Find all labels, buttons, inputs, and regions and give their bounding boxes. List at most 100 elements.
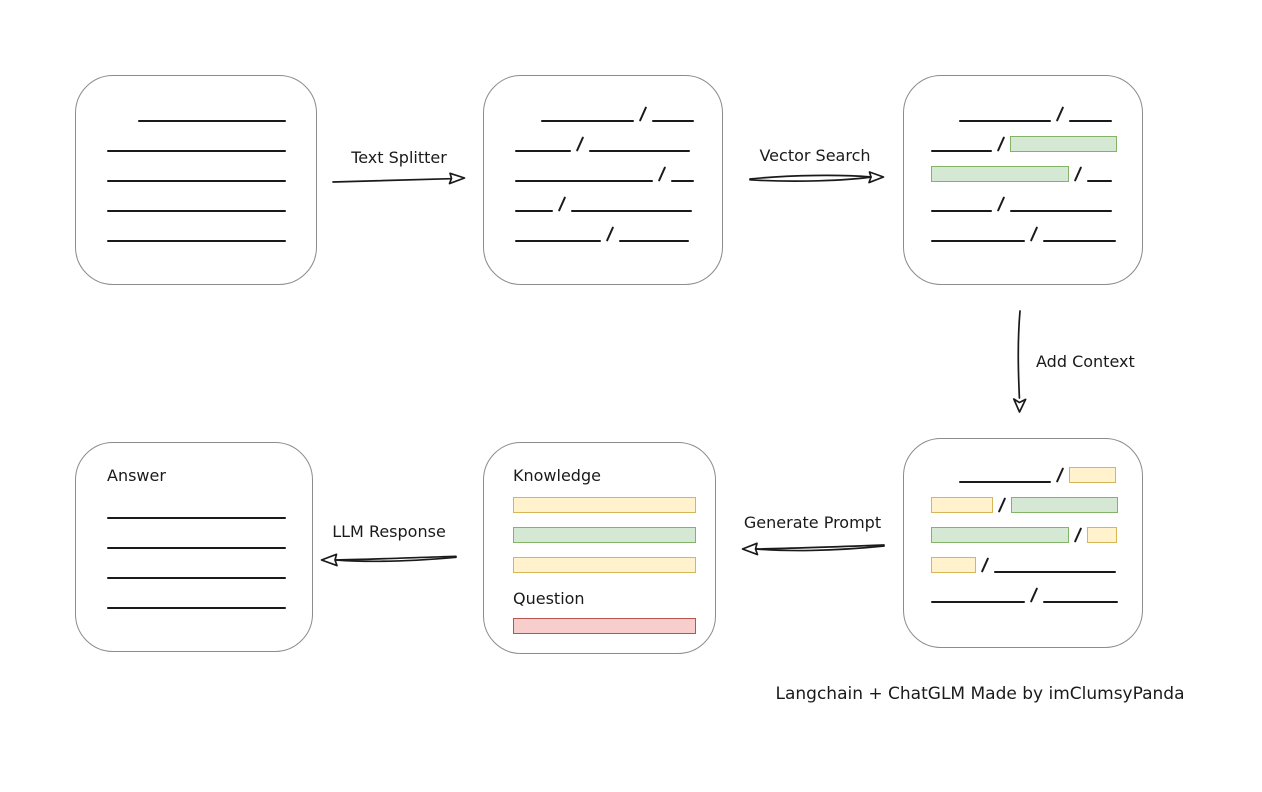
text-line <box>959 481 1051 483</box>
text-line <box>931 210 992 212</box>
diagram-caption: Langchain + ChatGLM Made by imClumsyPand… <box>775 684 1185 704</box>
answer-text-rows <box>107 502 312 609</box>
vector-search-label: Vector Search <box>759 146 871 165</box>
text-row <box>513 556 715 573</box>
slash-separator <box>1029 226 1039 242</box>
highlight-yellow <box>513 497 696 513</box>
prompt-box: Knowledge Question <box>483 442 716 654</box>
text-row <box>515 225 722 242</box>
slash-separator <box>997 497 1007 513</box>
text-line <box>107 517 286 519</box>
highlight-yellow <box>931 497 993 513</box>
text-row <box>107 195 316 212</box>
slash-separator <box>996 136 1006 152</box>
text-line <box>994 571 1116 573</box>
document-text-rows <box>107 105 316 242</box>
slash-separator <box>638 106 648 122</box>
text-row <box>515 165 722 182</box>
answer-box: Answer <box>75 442 313 652</box>
text-row <box>931 165 1142 182</box>
highlight-green <box>1010 136 1117 152</box>
slash-separator <box>575 136 585 152</box>
text-line <box>107 240 286 242</box>
text-line <box>959 120 1051 122</box>
vector-search-arrow-icon <box>749 171 885 184</box>
text-splitter-label: Text Splitter <box>351 148 447 167</box>
text-line <box>138 120 286 122</box>
text-row <box>931 556 1142 573</box>
text-row <box>107 592 312 609</box>
text-row <box>107 225 316 242</box>
chunk-text-rows <box>515 105 722 242</box>
text-line <box>107 180 286 182</box>
text-line <box>1043 240 1116 242</box>
question-label: Question <box>513 589 585 608</box>
generate-prompt-arrow-icon <box>741 542 885 556</box>
text-line <box>1043 601 1118 603</box>
highlight-red <box>513 618 696 634</box>
text-line <box>931 240 1025 242</box>
text-row <box>107 502 312 519</box>
text-line <box>619 240 689 242</box>
knowledge-label: Knowledge <box>513 466 601 485</box>
text-line <box>515 240 601 242</box>
add-context-arrow-icon <box>1012 310 1027 413</box>
text-row <box>931 135 1142 152</box>
text-line <box>541 120 634 122</box>
slash-separator <box>605 226 615 242</box>
highlight-green <box>931 527 1069 543</box>
highlight-yellow <box>1087 527 1117 543</box>
text-row <box>107 165 316 182</box>
highlight-green <box>931 166 1069 182</box>
text-line <box>1069 120 1112 122</box>
llm-response-label: LLM Response <box>332 522 446 541</box>
text-row <box>107 532 312 549</box>
text-line <box>515 180 653 182</box>
text-line <box>107 607 286 609</box>
vector-matched-box <box>903 75 1143 285</box>
text-row <box>107 135 316 152</box>
llm-response-arrow-icon <box>320 553 457 567</box>
text-line <box>107 150 286 152</box>
text-row <box>513 617 715 634</box>
answer-label: Answer <box>107 466 166 485</box>
text-row <box>138 105 316 122</box>
text-row <box>931 586 1142 603</box>
text-line <box>1087 180 1112 182</box>
text-line <box>571 210 692 212</box>
text-line <box>931 150 992 152</box>
highlight-yellow <box>1069 467 1116 483</box>
text-line <box>671 180 694 182</box>
text-line <box>589 150 690 152</box>
text-row <box>959 466 1142 483</box>
question-bars <box>513 617 715 634</box>
matched-text-rows <box>931 105 1142 242</box>
text-row <box>959 105 1142 122</box>
text-row <box>515 135 722 152</box>
text-line <box>107 547 286 549</box>
knowledge-bars <box>513 496 715 573</box>
text-row <box>931 225 1142 242</box>
slash-separator <box>1055 467 1065 483</box>
slash-separator <box>557 196 567 212</box>
text-row <box>513 526 715 543</box>
text-splitter-arrow-icon <box>332 172 466 185</box>
text-row <box>931 496 1142 513</box>
slash-separator <box>1055 106 1065 122</box>
text-row <box>107 562 312 579</box>
slash-separator <box>980 557 990 573</box>
slash-separator <box>1029 587 1039 603</box>
text-row <box>931 195 1142 212</box>
context-added-box <box>903 438 1143 648</box>
text-line <box>107 210 286 212</box>
text-line <box>515 150 571 152</box>
split-chunks-box <box>483 75 723 285</box>
slash-separator <box>1073 527 1083 543</box>
slash-separator <box>1073 166 1083 182</box>
text-line <box>107 577 286 579</box>
text-row <box>513 496 715 513</box>
slash-separator <box>657 166 667 182</box>
slash-separator <box>996 196 1006 212</box>
add-context-label: Add Context <box>1036 352 1135 371</box>
highlight-yellow <box>931 557 976 573</box>
